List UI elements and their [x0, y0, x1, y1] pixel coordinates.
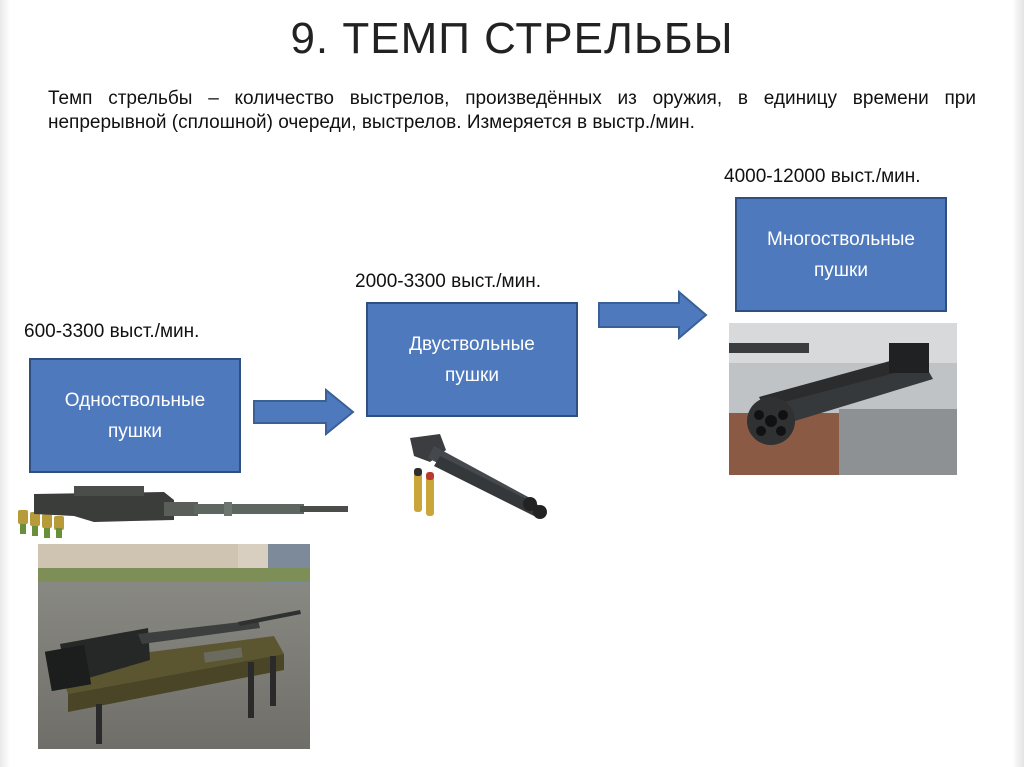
- rate-multi-barrel: 4000-12000 выст./мин.: [724, 166, 921, 187]
- box-twin-barrel-line2: пушки: [445, 364, 499, 386]
- slide-left-shadow: [0, 0, 10, 767]
- box-single-barrel-line2: пушки: [108, 420, 162, 442]
- slide-right-shadow: [1012, 0, 1024, 767]
- slide-title: 9. ТЕМП СТРЕЛЬБЫ: [290, 14, 734, 63]
- arrow-right-icon: [598, 290, 708, 340]
- single-barrel-field-photo: [38, 544, 310, 749]
- definition-text: Темп стрельбы – количество выстрелов, пр…: [48, 88, 976, 133]
- box-multi-barrel-line1: Многоствольные: [767, 228, 915, 250]
- rate-twin-barrel: 2000-3300 выст./мин.: [355, 271, 541, 292]
- box-single-barrel-line1: Одноствольные: [64, 389, 206, 411]
- rate-single-barrel: 600-3300 выст./мин.: [24, 321, 200, 342]
- twin-barrel-gun-photo: [400, 432, 552, 524]
- multi-barrel-gun-photo: [729, 323, 957, 475]
- box-twin-barrel-line1: Двуствольные: [409, 333, 535, 355]
- box-twin-barrel: Двуствольные пушки: [366, 302, 578, 417]
- box-single-barrel: Одноствольные пушки: [29, 358, 241, 473]
- arrow-right-icon: [253, 388, 355, 436]
- single-barrel-gun-photo: [14, 484, 350, 542]
- box-multi-barrel-line2: пушки: [814, 259, 868, 281]
- box-multi-barrel: Многоствольные пушки: [735, 197, 947, 312]
